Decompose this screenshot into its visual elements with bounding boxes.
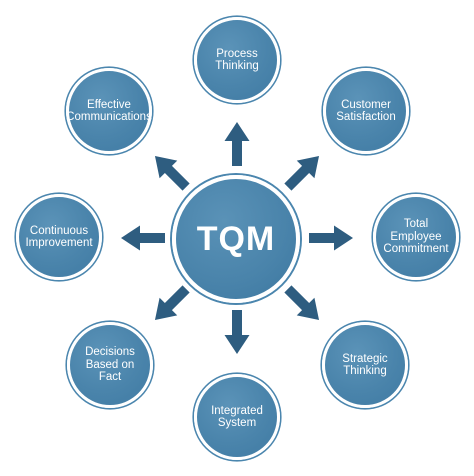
arrow-up-right <box>284 155 320 191</box>
arrow-up-left <box>154 155 190 191</box>
node-label: Strategic Thinking <box>342 352 388 378</box>
node-continuous-improvement: Continuous Improvement <box>16 194 102 280</box>
arrow-down <box>224 310 250 354</box>
center-label: TQM <box>196 219 276 258</box>
arrow-down-left <box>154 285 190 321</box>
node-label: Integrated System <box>211 404 263 430</box>
arrow-down-right <box>284 285 320 321</box>
node-total-employee-commitment: Total Employee Commitment <box>373 194 459 280</box>
arrow-right <box>309 225 353 251</box>
arrow-left <box>121 225 165 251</box>
node-integrated-system: Integrated System <box>194 374 280 460</box>
node-strategic-thinking: Strategic Thinking <box>322 322 408 408</box>
node-customer-satisfaction: Customer Satisfaction <box>323 68 409 154</box>
node-effective-communications: Effective Communications <box>66 68 152 154</box>
node-decisions-based-on-fact: Decisions Based on Fact <box>67 322 153 408</box>
node-process-thinking: Process Thinking <box>194 17 280 103</box>
node-label: Customer Satisfaction <box>336 98 396 124</box>
arrow-up <box>224 122 250 166</box>
node-label: Decisions Based on Fact <box>85 346 135 384</box>
node-label: Effective Communications <box>66 98 152 124</box>
center-node-tqm: TQM <box>172 175 300 303</box>
node-label: Process Thinking <box>215 47 259 73</box>
node-label: Continuous Improvement <box>25 224 93 250</box>
node-label: Total Employee Commitment <box>383 218 449 256</box>
